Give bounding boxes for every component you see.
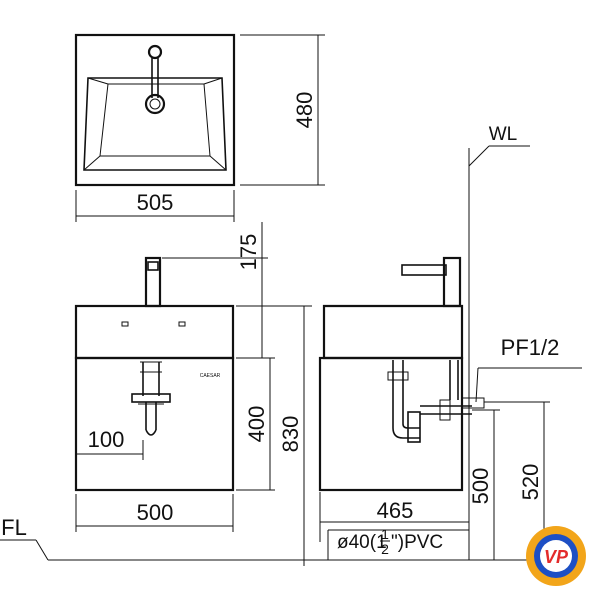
front-view: CAESAR 100 500 175 400	[74, 222, 312, 566]
dim-faucet-height: 175	[236, 234, 261, 271]
front-cabinet	[74, 356, 235, 492]
brand-mark: CAESAR	[200, 373, 221, 379]
vp-logo: VP	[526, 526, 586, 586]
floor-line-label: FL	[1, 515, 27, 540]
logo-text: VP	[544, 547, 569, 567]
dim-supply-height: 520	[518, 464, 543, 501]
front-basin-top	[74, 304, 235, 360]
pipe-spec-prefix: ø40(1	[337, 532, 387, 553]
side-view: WL PF1/2 465	[318, 124, 582, 560]
dim-top-depth: 480	[292, 92, 317, 129]
floor-line: FL	[0, 515, 572, 561]
basin-top-outline	[74, 33, 236, 187]
front-drain-trap	[131, 361, 171, 436]
pipe-spec-num: 1	[381, 526, 389, 542]
top-view: 505 480	[74, 33, 325, 222]
dim-side-depth: 465	[377, 498, 414, 523]
drain-icon	[144, 93, 166, 115]
side-drain-trap	[387, 360, 485, 443]
dim-total-height: 830	[278, 416, 303, 453]
side-cabinet	[318, 356, 464, 492]
faucet-hole-icon	[147, 44, 163, 60]
supply-thread-label: PF1/2	[501, 335, 560, 360]
dim-front-width: 500	[137, 500, 174, 525]
pipe-spec-label: ø40(1 1 2 ")PVC	[337, 526, 443, 557]
wall-line-label: WL	[489, 124, 518, 145]
dim-outlet-height: 500	[468, 468, 493, 505]
dim-drain-offset: 100	[88, 427, 125, 452]
pipe-spec-suffix: ")PVC	[391, 532, 443, 553]
side-basin-top	[322, 304, 464, 360]
pipe-spec-den: 2	[381, 541, 389, 557]
dim-cabinet-height: 400	[244, 406, 269, 443]
dim-top-width: 505	[137, 190, 174, 215]
